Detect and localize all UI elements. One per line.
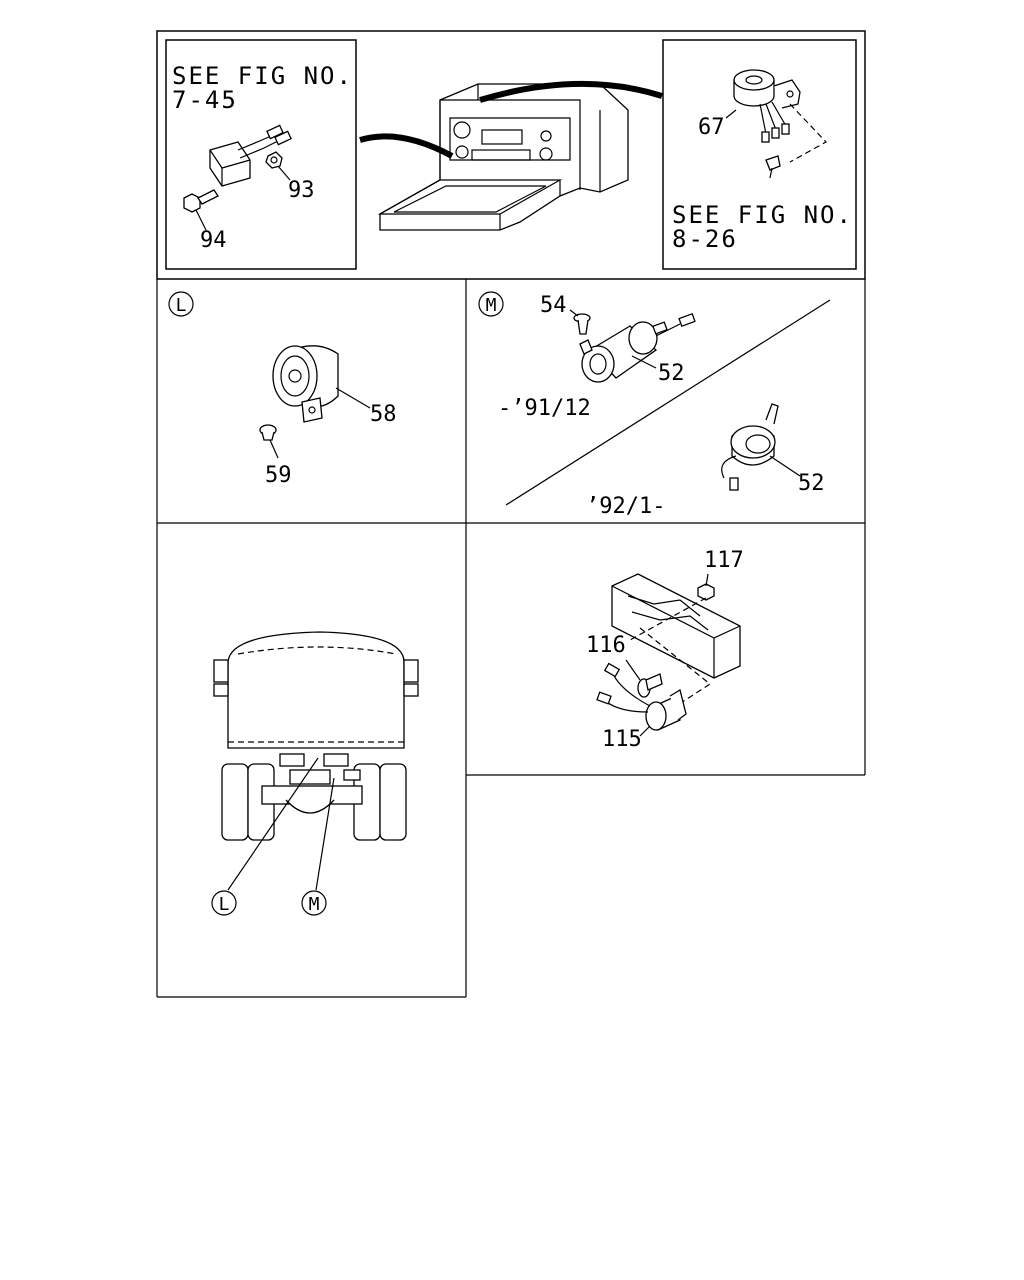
horn-52-late-drawing (721, 403, 801, 491)
callout-59: 59 (265, 463, 292, 488)
bolt-59-drawing (259, 424, 279, 459)
see-fig-note-left: SEE FIG NO. (172, 62, 353, 90)
horn-52-early-drawing (579, 313, 696, 383)
callout-117: 117 (704, 548, 744, 573)
callout-54: 54 (540, 293, 567, 318)
marker-m-label-truck: M (309, 894, 320, 915)
model-year-divider (505, 299, 831, 506)
marker-l-label: L (176, 295, 187, 316)
callout-93: 93 (288, 178, 315, 203)
callout-116: 116 (586, 633, 626, 658)
nut-93-drawing (265, 151, 291, 181)
horn-58-drawing (272, 345, 371, 423)
range-after-label: ’92/1- (586, 494, 665, 519)
callout-58: 58 (370, 402, 397, 427)
harness-cable (359, 133, 454, 159)
dashboard-drawing (377, 83, 629, 231)
relay-drawing (209, 124, 292, 187)
callout-52-early: 52 (658, 361, 685, 386)
marker-m-circle (478, 291, 504, 317)
callout-94: 94 (200, 228, 227, 253)
bolt-94-drawing (183, 189, 219, 231)
bracket-drawing (611, 573, 741, 679)
screw-54-drawing (569, 309, 591, 335)
marker-m-label: M (486, 295, 497, 316)
bolt-116-drawing (625, 659, 663, 698)
see-fig-ref-left: 7-45 (172, 86, 238, 114)
see-fig-ref-right: 8-26 (672, 225, 738, 253)
marker-l-circle (168, 291, 194, 317)
top-panel-frame (156, 30, 866, 280)
left-inset-frame (165, 39, 357, 270)
bracket-dash-line (629, 597, 707, 641)
harness-cable (479, 81, 663, 103)
right-inset-frame (662, 39, 857, 270)
see-fig-note-right: SEE FIG NO. (672, 201, 853, 229)
marker-l-label-truck: L (219, 894, 230, 915)
buzzer-67-drawing (725, 69, 827, 179)
callout-52-late: 52 (798, 471, 825, 496)
nut-117-drawing (697, 573, 715, 601)
callout-67: 67 (698, 115, 725, 140)
range-before-label: -’91/12 (498, 396, 591, 421)
marker-l-circle-truck (211, 890, 237, 916)
callout-115: 115 (602, 727, 642, 752)
horn-115-drawing (596, 662, 687, 737)
marker-m-circle-truck (301, 890, 327, 916)
truck-rear-drawing (213, 631, 419, 891)
